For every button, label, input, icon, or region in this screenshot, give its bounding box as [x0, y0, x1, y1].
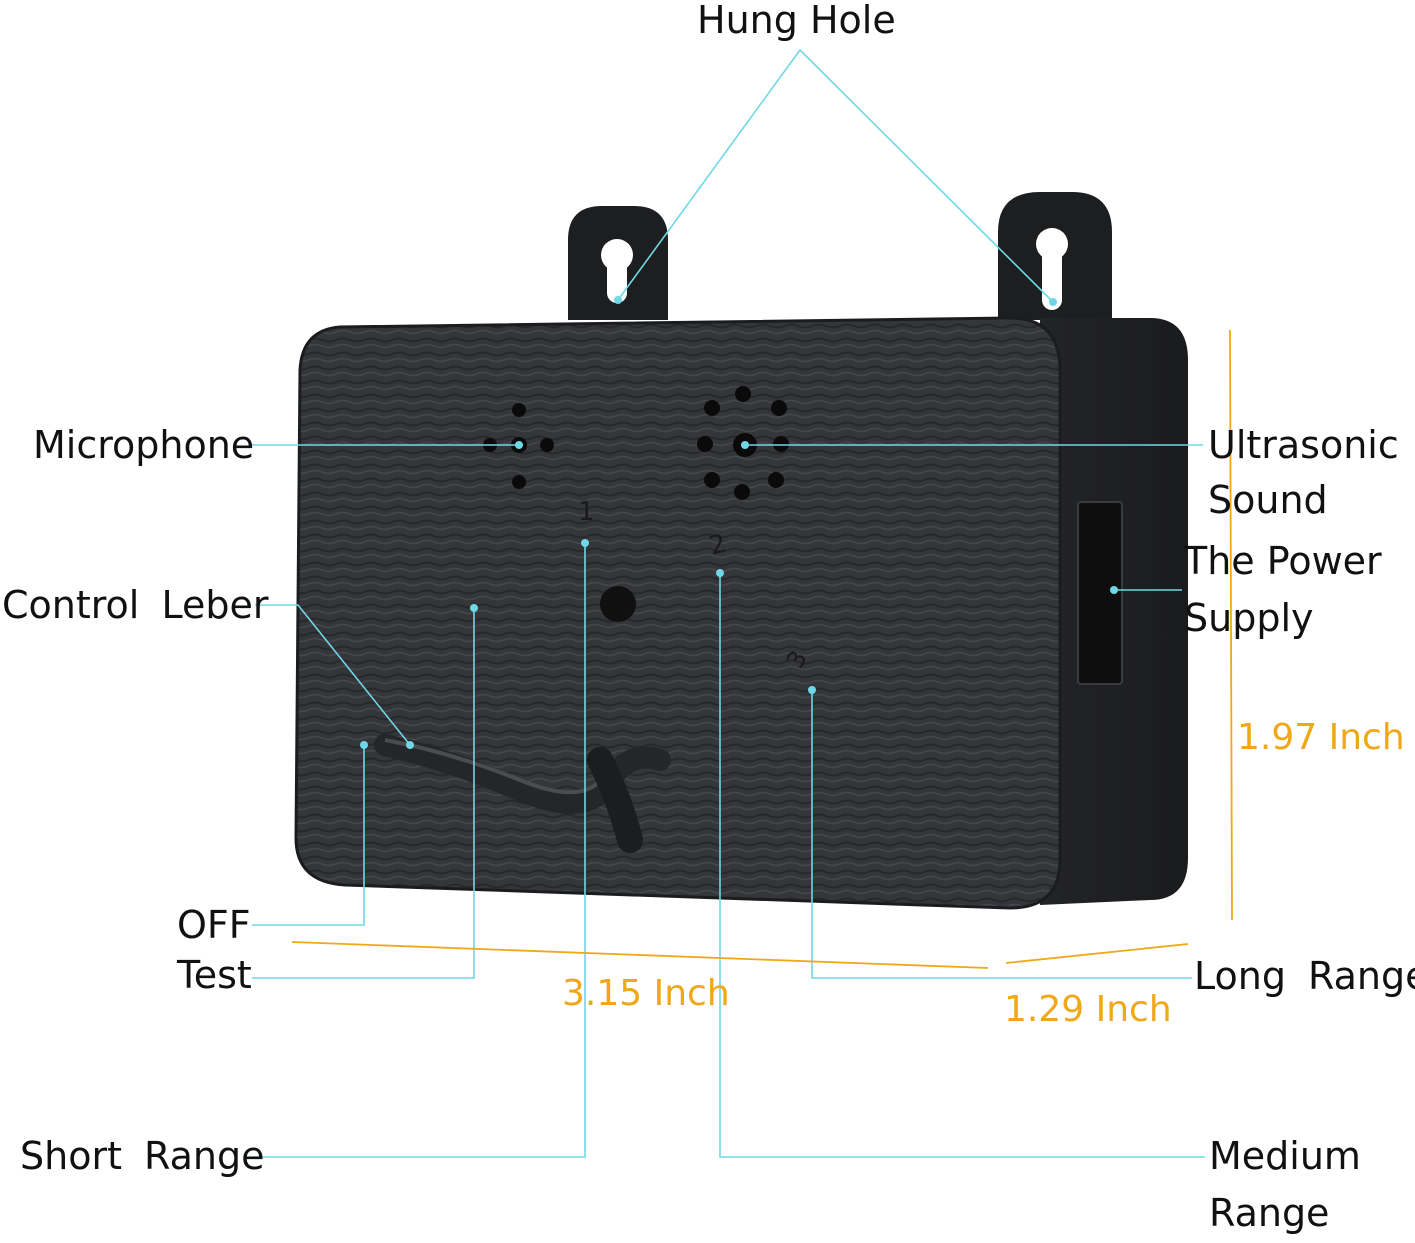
label-medium-line1: Medium — [1209, 1134, 1361, 1178]
usb-port — [1077, 501, 1123, 685]
dimension-lines — [291, 329, 1233, 969]
label-ultrasonic-line2: Sound — [1208, 478, 1328, 522]
marking-2: 2 — [706, 529, 730, 562]
microphone-holes — [483, 403, 554, 489]
label-short-range: Short Range — [20, 1134, 265, 1178]
callout-lines — [252, 48, 1205, 1158]
device-front — [296, 318, 1060, 908]
control-lever[interactable] — [374, 734, 671, 853]
label-hung-hole: Hung Hole — [697, 0, 896, 42]
label-ultrasonic-line1: Ultrasonic — [1208, 423, 1399, 467]
label-off: OFF — [177, 903, 251, 947]
label-power-line2: Supply — [1184, 596, 1314, 640]
ultrasonic-speaker-holes — [697, 386, 789, 500]
label-microphone: Microphone — [33, 423, 255, 467]
label-test: Test — [177, 953, 252, 997]
hung-hole-left — [568, 206, 668, 320]
hung-hole-right — [998, 192, 1112, 320]
label-control-leber: Control Leber — [2, 583, 269, 627]
label-medium-line2: Range — [1209, 1191, 1330, 1235]
label-power-line1: The Power — [1184, 539, 1382, 583]
label-long-range: Long Range — [1194, 954, 1415, 998]
dimension-depth: 1.29 Inch — [1004, 989, 1172, 1030]
dimension-width: 3.15 Inch — [562, 973, 730, 1014]
callout-dots — [360, 296, 1118, 749]
center-hole — [600, 586, 636, 622]
marking-1: 1 — [578, 497, 595, 527]
dimension-height: 1.97 Inch — [1237, 717, 1405, 758]
